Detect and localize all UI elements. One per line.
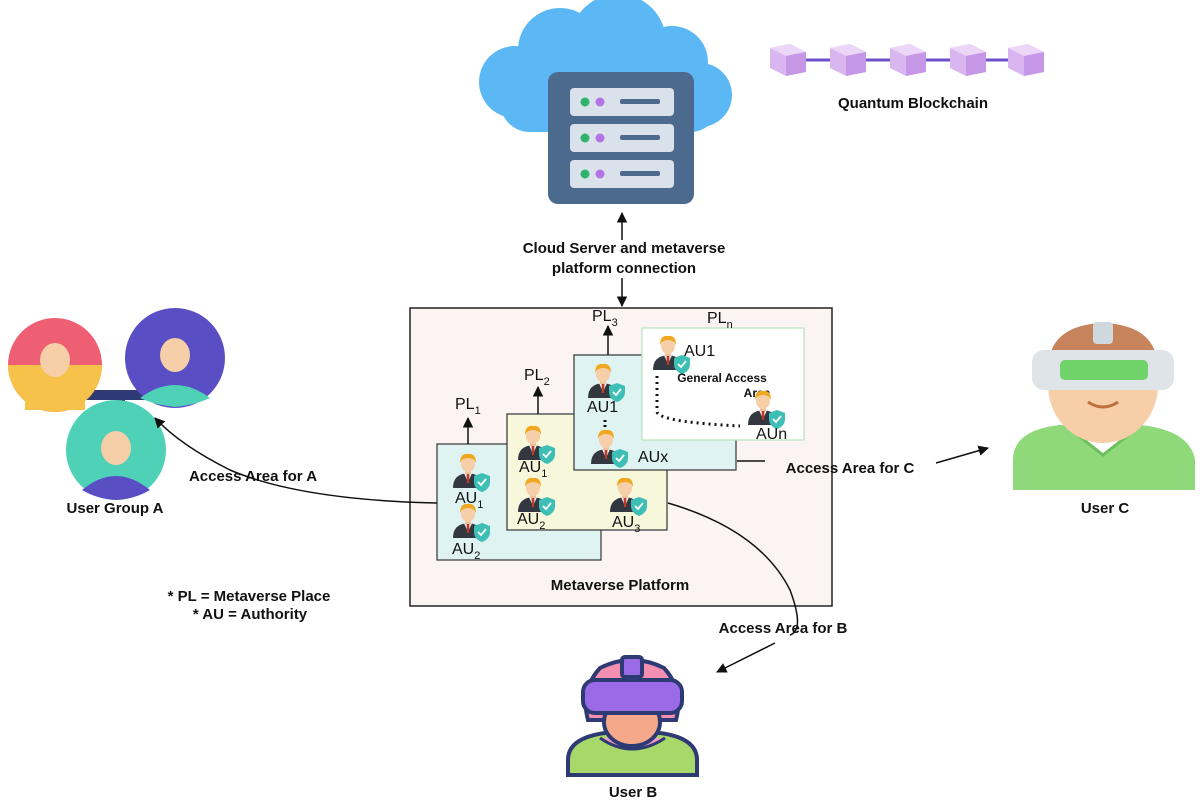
authority-label: AU2: [452, 541, 480, 562]
authority-label: AU1: [587, 399, 618, 416]
pl3-label: PL3: [592, 308, 618, 329]
authority-label: AUn: [756, 426, 787, 443]
legend-au: * AU = Authority: [193, 606, 308, 623]
pln-label: PLn: [707, 310, 733, 331]
access-area-c-label: Access Area for C: [786, 460, 915, 477]
server-unit: [570, 124, 674, 152]
user-b-label: User B: [609, 784, 658, 801]
metaverse-platform-label: Metaverse Platform: [551, 577, 689, 594]
blockchain-icon: [770, 44, 1044, 76]
connection-label-line1: Cloud Server and metaverse: [523, 240, 726, 257]
quantum-blockchain-label: Quantum Blockchain: [838, 95, 988, 112]
connection-label-line2: platform connection: [552, 260, 696, 277]
authority-label: AU1: [684, 343, 715, 360]
user-group-a-icon: [8, 308, 225, 500]
authority-label: AU2: [517, 511, 545, 532]
access-area-b-arrow: [716, 642, 776, 673]
authority-label: AU1: [455, 490, 483, 511]
general-access-label-line1: General Access: [677, 371, 767, 385]
user-c-label: User C: [1081, 500, 1130, 517]
user-group-a-label: User Group A: [67, 500, 164, 517]
cloud-server-icon: [479, 0, 732, 204]
pl2-label: PL2: [524, 367, 550, 388]
avatar: [125, 308, 225, 408]
authority-label: AU1: [519, 459, 547, 480]
authority-label: AUx: [638, 449, 668, 466]
legend-pl: * PL = Metaverse Place: [168, 588, 331, 605]
server-unit: [570, 160, 674, 188]
user-c-icon: [1013, 322, 1195, 490]
avatar: [8, 318, 102, 412]
access-area-b-label: Access Area for B: [719, 620, 848, 637]
authority-label: AU3: [612, 514, 640, 535]
general-access-dotted-path: [655, 376, 741, 428]
access-area-a-label: Access Area for A: [189, 468, 317, 485]
access-area-a-arrow: [154, 417, 438, 504]
pl1-label: PL1: [455, 396, 481, 417]
server-unit: [570, 88, 674, 116]
user-b-icon: [566, 655, 699, 777]
access-area-b-line: [667, 502, 799, 636]
place-pln: PLn AU1 General Access Area AUn: [641, 310, 805, 443]
access-area-c-arrow: [935, 445, 990, 464]
avatar: [66, 400, 166, 500]
server-rack: [548, 72, 694, 204]
